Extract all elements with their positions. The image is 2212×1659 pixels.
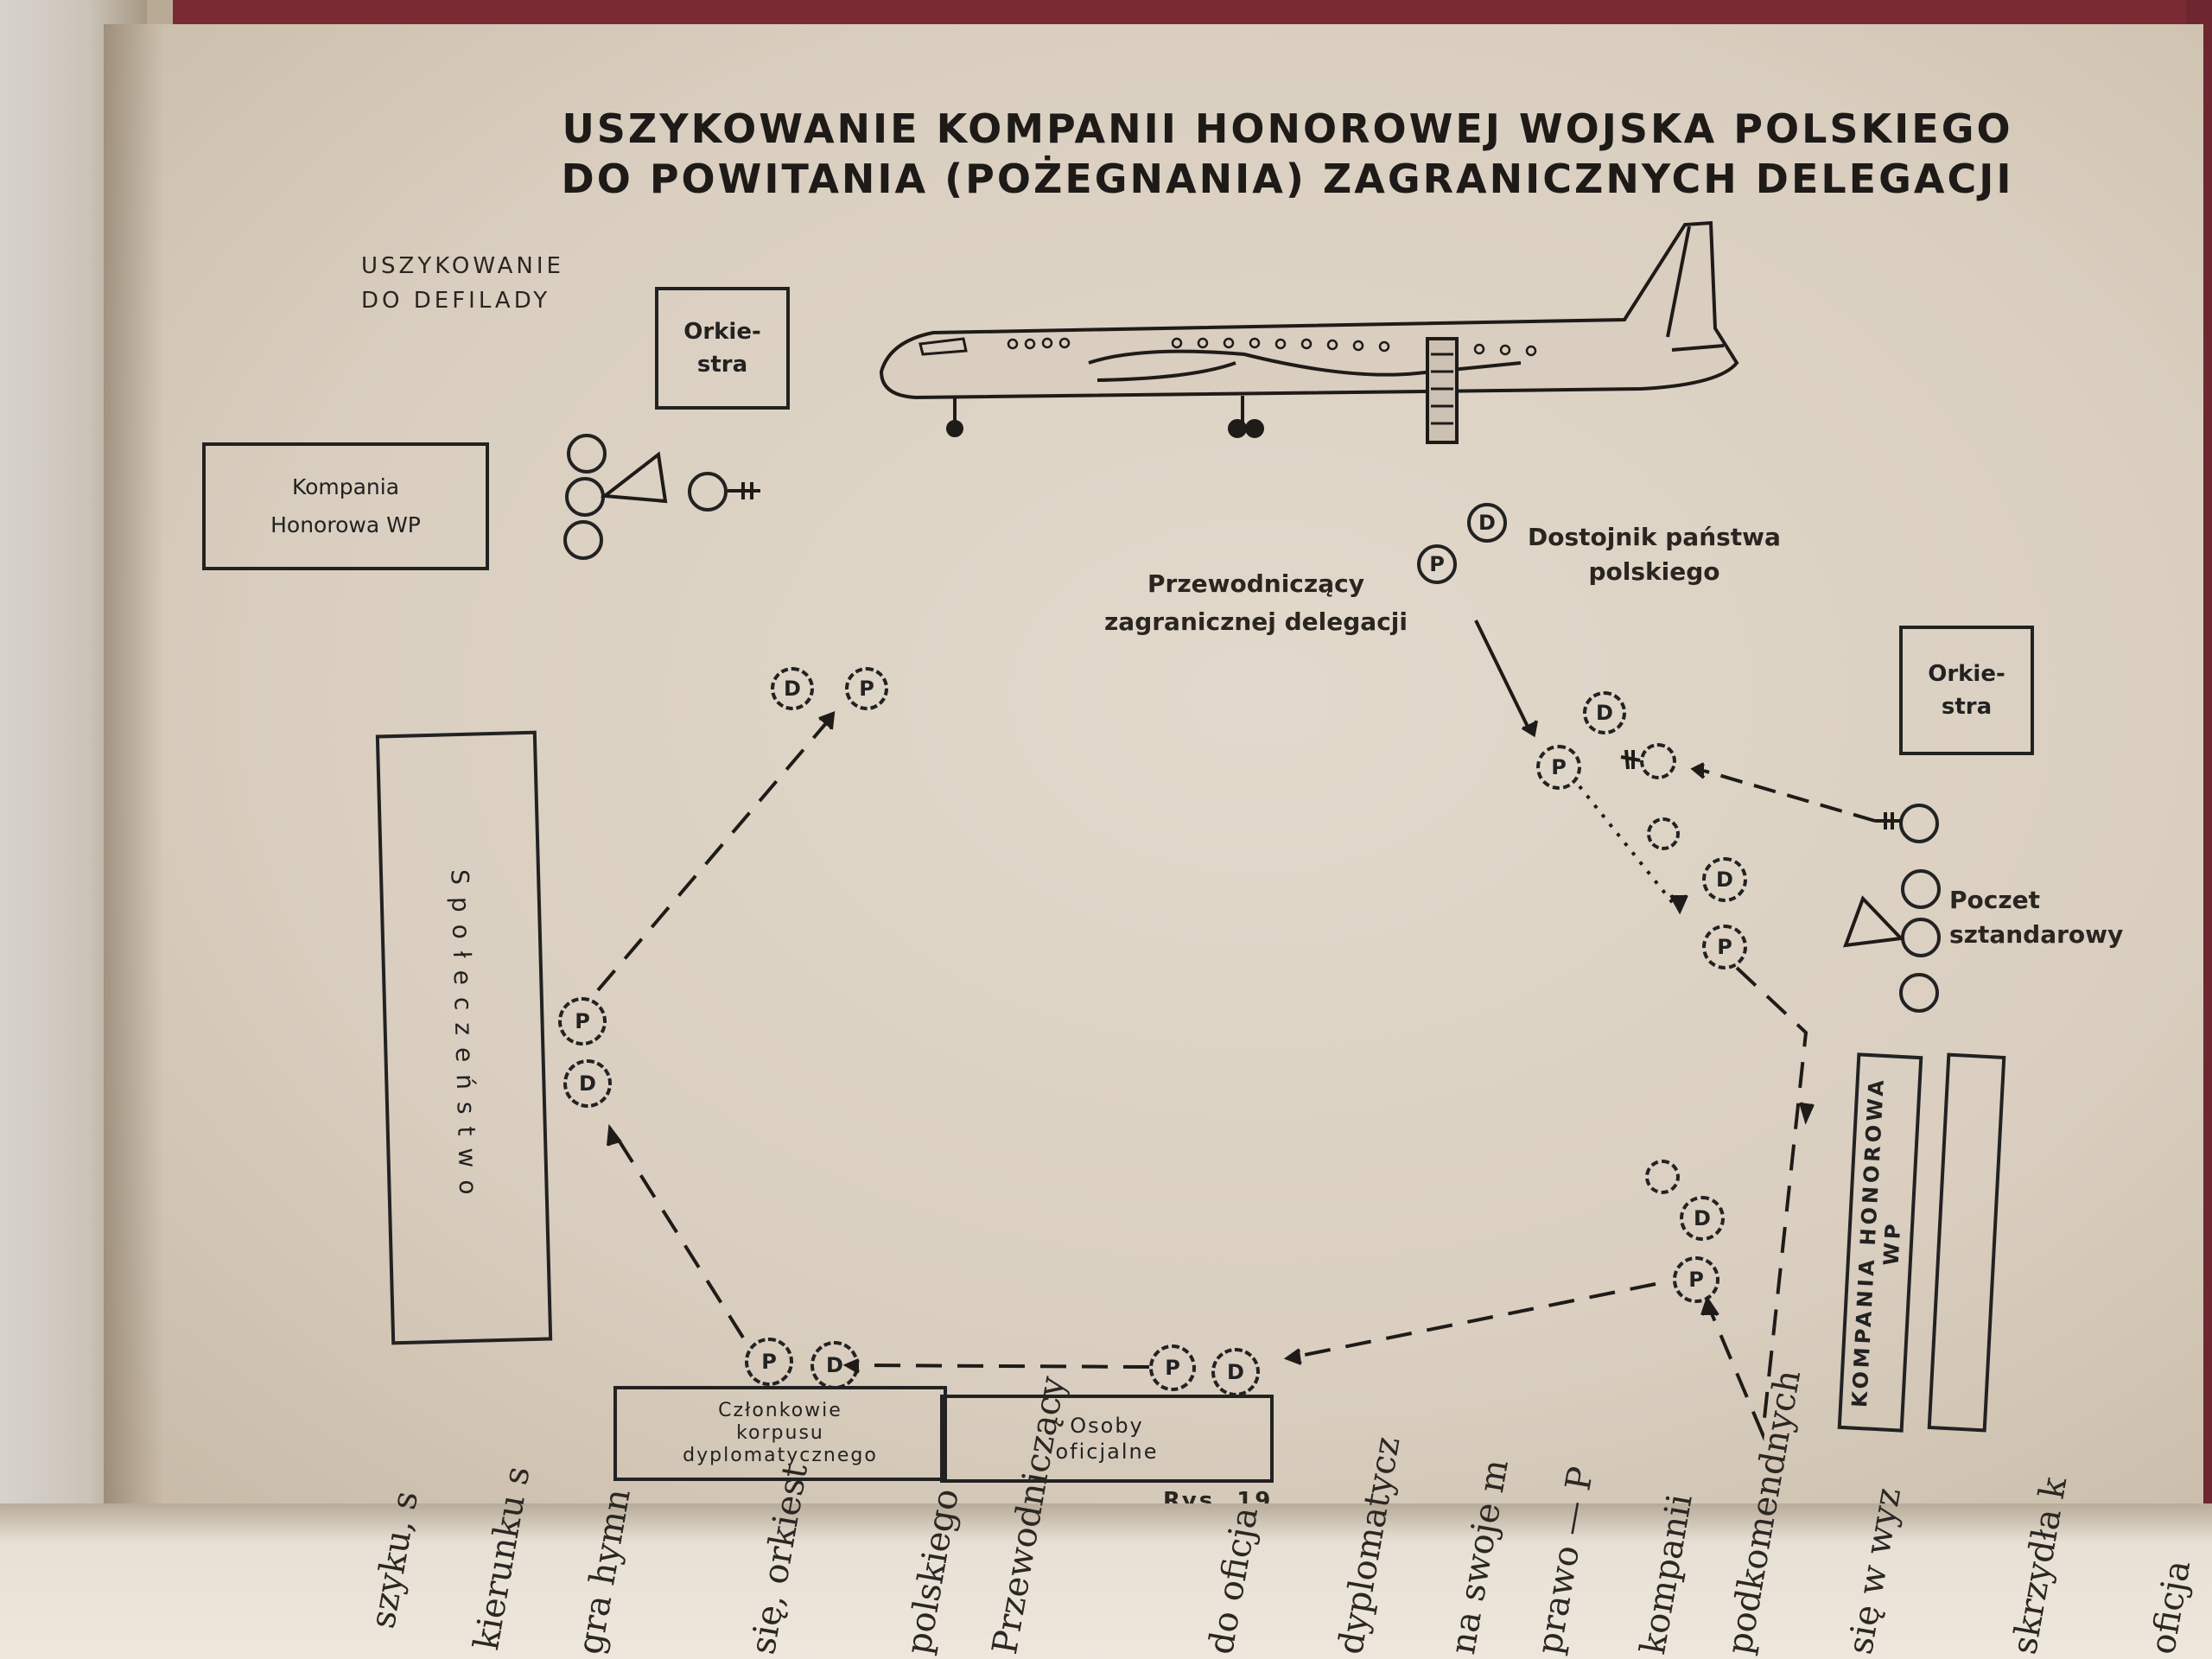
route-lines	[598, 620, 1875, 1434]
flag-pennant-top	[605, 454, 760, 501]
airplane-illustration	[881, 223, 1737, 442]
flag-pennant-right	[1621, 750, 1901, 945]
